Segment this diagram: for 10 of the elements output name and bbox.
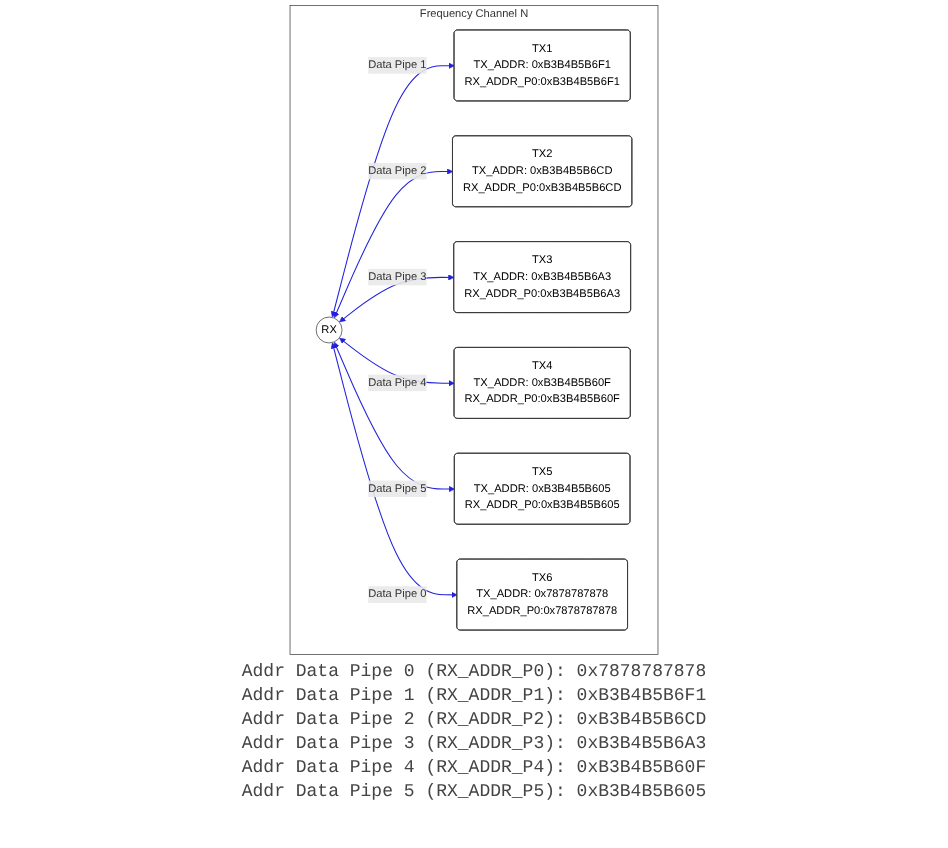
address-table-row: Addr Data Pipe 5 (RX_ADDR_P5): 0xB3B4B5B605 (241, 780, 707, 804)
address-table-row: Addr Data Pipe 4 (RX_ADDR_P4): 0xB3B4B5B60F (241, 756, 707, 780)
address-table-row: Addr Data Pipe 0 (RX_ADDR_P0): 0x7878787878 (241, 660, 707, 684)
address-table-row: Addr Data Pipe 3 (RX_ADDR_P3): 0xB3B4B5B6A3 (241, 732, 707, 756)
arrow (333, 341, 455, 493)
arrow (333, 168, 454, 319)
address-table-row: Addr Data Pipe 2 (RX_ADDR_P2): 0xB3B4B5B6CD (241, 708, 707, 732)
arrow (330, 62, 455, 318)
arrow (330, 342, 458, 598)
address-table-row: Addr Data Pipe 1 (RX_ADDR_P1): 0xB3B4B5B6F1 (241, 684, 707, 708)
